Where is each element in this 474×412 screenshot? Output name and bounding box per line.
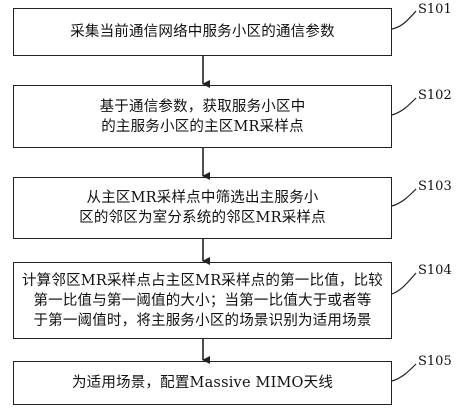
step-box-s102: 基于通信参数，获取服务小区中 的主服务小区的主区MR采样点: [13, 85, 392, 148]
step-label-s101: S101: [418, 2, 452, 17]
leader-line-s105: [391, 363, 417, 382]
step-text-s105: 为适用场景，配置Massive MIMO天线: [71, 375, 334, 391]
step-box-s105: 为适用场景，配置Massive MIMO天线: [13, 361, 392, 405]
leader-line-s104: [391, 272, 417, 295]
step-label-s104: S104: [418, 263, 452, 278]
step-text-s101: 采集当前通信网络中服务小区的通信参数: [70, 24, 335, 40]
leader-line-s101: [391, 10, 417, 30]
leader-line-s103: [391, 188, 417, 207]
step-text-s104: 计算邻区MR采样点占主区MR采样点的第一比值，比较 第一比值与第一阈值的大小；当…: [21, 272, 384, 329]
step-box-s103: 从主区MR采样点中筛选出主服务小 区的邻区为室分系统的邻区MR采样点: [13, 177, 392, 239]
step-label-s105: S105: [418, 354, 452, 369]
step-box-s104: 计算邻区MR采样点占主区MR采样点的第一比值，比较 第一比值与第一阈值的大小；当…: [13, 262, 392, 339]
step-text-s102: 基于通信参数，获取服务小区中 的主服务小区的主区MR采样点: [99, 98, 306, 135]
step-label-s102: S102: [418, 88, 452, 103]
step-box-s101: 采集当前通信网络中服务小区的通信参数: [13, 8, 392, 56]
step-text-s103: 从主区MR采样点中筛选出主服务小 区的邻区为室分系统的邻区MR采样点: [79, 190, 326, 226]
leader-line-s102: [391, 97, 417, 116]
step-label-s103: S103: [418, 179, 452, 194]
